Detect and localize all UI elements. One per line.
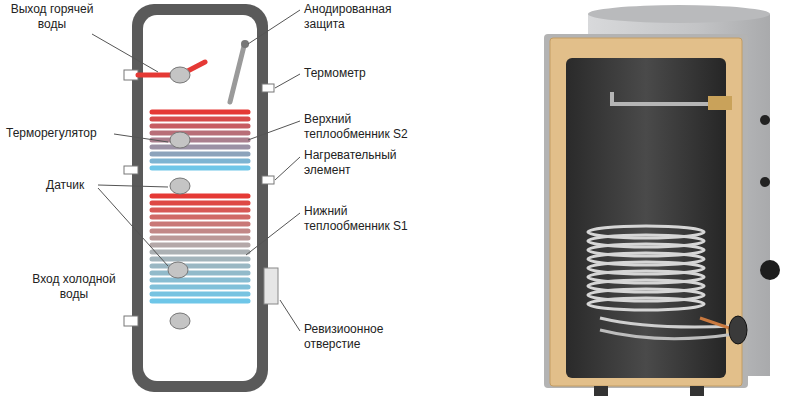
coil-pipe [600,330,735,339]
heat-exchanger-coils [152,112,248,301]
coil-turn [152,201,248,206]
leader-line [114,134,168,142]
coil [588,226,704,310]
coil-turn [152,117,248,122]
shell-edge [544,34,748,388]
coil-turn [152,215,248,220]
tank-inner [143,15,257,381]
coil-turn [152,257,248,262]
coil-turn [152,131,248,136]
coil-turn [152,271,248,276]
tank-shell [132,4,268,392]
port [760,115,770,125]
callout-label: Терморегулятор [6,126,116,141]
leader-line [92,34,158,72]
fitting [168,262,188,278]
fitting [170,178,190,194]
callout-label: Датчик [46,178,102,193]
coil-turn [152,250,248,255]
tank-schematic [124,4,278,392]
coil-turn [152,166,248,171]
leader-line [98,185,168,187]
coil-turn [152,194,248,199]
callout-label: Нагревательный элемент [304,148,422,178]
coil-turn [152,110,248,115]
leader-lines [92,10,300,331]
leader-line [248,10,300,44]
tank-interior [566,58,726,378]
fitting [170,313,190,329]
leader-line [246,213,300,255]
leg [594,386,608,396]
flange [729,316,747,344]
callout-label: Анодированная защита [304,2,416,32]
leader-line [275,74,300,88]
cold-inlet-port [124,316,138,326]
coil-turn [152,243,248,248]
anode-cap [241,40,249,48]
callout-label: Нижний теплообменник S1 [304,204,422,234]
coil-turn [152,159,248,164]
callout-label: Вход холодной воды [28,272,120,302]
coil-turn [152,285,248,290]
anode-rod [230,46,244,102]
coil-turn [152,222,248,227]
coil-turn [152,145,248,150]
revision-port [264,268,278,304]
callout-label: Верхний теплообменник S2 [304,112,422,142]
coil-turn [152,236,248,241]
fitting [170,67,190,83]
shell-top [588,5,770,23]
pipe-fitting [708,96,732,110]
heater-port [262,176,274,184]
leader-line [98,188,168,266]
leg [690,386,704,396]
coil-turn [152,208,248,213]
callout-label: Термометр [304,66,424,81]
coil-turn [588,298,704,310]
leader-line [275,157,300,180]
sensor-port [124,166,138,174]
coil-turn [152,152,248,157]
leader-line [280,300,300,331]
port-cap [760,260,780,280]
coil-turn [152,229,248,234]
callout-label: Выход горячей воды [8,2,96,32]
coil-turn [152,292,248,297]
tank-cutaway [544,5,780,396]
callout-label: Ревизиоонное отверстие [304,322,422,352]
coil-turn [152,278,248,283]
leader-line [248,121,300,140]
coil-turn [152,299,248,304]
fitting [170,132,190,148]
insulation [550,38,742,386]
port [760,177,770,187]
coil-turn [152,124,248,129]
outlet-pipe [612,92,710,104]
thermometer-port [262,84,274,92]
